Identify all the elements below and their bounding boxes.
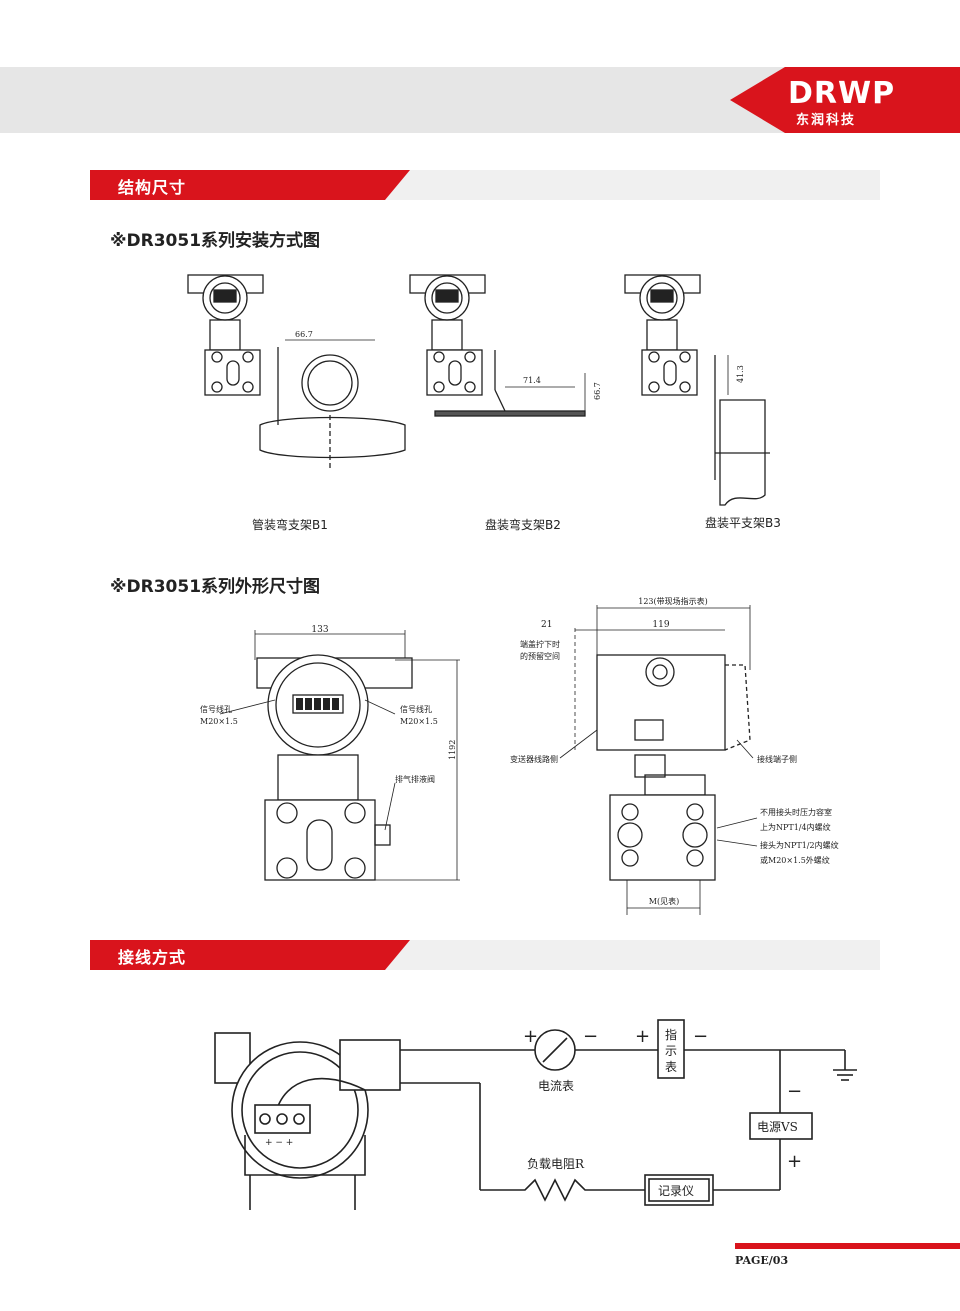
caption-b3: 盘装平支架B3: [705, 516, 781, 530]
label-load: 负载电阻R: [527, 1157, 585, 1171]
label-note-2: 上为NPT1/4内螺纹: [760, 822, 831, 832]
label-indicator-1: 指: [665, 1027, 677, 1042]
install-drawings: 66.7 71.4 66.7: [187, 274, 770, 506]
footer-bar: [735, 1243, 960, 1249]
bracket-b3-drawing: 41.3: [624, 274, 770, 506]
label-note-3: 接头为NPT1/2内螺纹: [760, 840, 839, 850]
caption-b2: 盘装弯支架B2: [485, 518, 561, 532]
wiring-diagram: + − + − − + + − + 电流表 指 示 表 电源VS 负载电阻R 记…: [214, 1019, 857, 1210]
label-note-1: 不用接头时压力容室: [760, 807, 832, 817]
label-signal-right-spec: M20×1.5: [400, 717, 438, 726]
section-flag: [90, 940, 410, 970]
dim-front-height: 1192: [448, 740, 457, 760]
label-cover-note-1: 端盖拧下时: [520, 639, 560, 649]
label-left-side: 变送器线路侧: [510, 754, 558, 764]
dim-b2-v: 66.7: [593, 382, 602, 400]
indicator-plus: +: [635, 1026, 650, 1047]
power-plus: +: [787, 1151, 802, 1172]
dim-b3-v: 41.3: [736, 365, 745, 383]
dim-b2-h: 71.4: [523, 376, 541, 385]
section-wiring: 接线方式: [90, 940, 880, 970]
label-m: M(见表): [649, 896, 679, 906]
section-title: 接线方式: [118, 948, 187, 967]
section-flag: [90, 170, 410, 200]
indicator-minus: −: [693, 1026, 708, 1047]
brand-subtitle: 东润科技: [796, 113, 857, 128]
label-signal-right: 信号线孔: [400, 704, 432, 714]
label-power: 电源VS: [757, 1120, 798, 1134]
side-outline-drawing: 123(带现场指示表) 119 21 端盖拧下时 的预留空间 变送器线路侧 接线…: [510, 596, 839, 915]
dim-side-overall: 123(带现场指示表): [638, 596, 708, 606]
dim-side-width: 119: [652, 620, 669, 630]
outline-subtitle: ※DR3051系列外形尺寸图: [110, 577, 321, 597]
bracket-b2-drawing: 71.4 66.7: [409, 274, 602, 417]
label-indicator-2: 示: [665, 1044, 677, 1058]
brand-logo: DRWP: [788, 76, 896, 111]
label-note-4: 或M20×1.5外螺纹: [760, 855, 830, 865]
bracket-b1-drawing: 66.7: [187, 274, 406, 470]
front-outline-drawing: 133 1192 信号线孔 M20×1.5 信号线孔 M20×1.5 排气排液阀: [200, 625, 460, 881]
label-cover-note-2: 的预留空间: [520, 651, 560, 661]
install-subtitle: ※DR3051系列安装方式图: [110, 231, 321, 251]
dim-side-cover: 21: [541, 620, 552, 630]
label-right-side: 接线端子侧: [757, 754, 797, 764]
ammeter-plus: +: [523, 1026, 538, 1047]
logo-badge: [730, 67, 960, 133]
label-signal-left-spec: M20×1.5: [200, 717, 238, 726]
label-indicator-3: 表: [665, 1060, 677, 1074]
label-recorder: 记录仪: [658, 1184, 694, 1198]
page-number: PAGE/03: [735, 1254, 789, 1267]
label-ammeter: 电流表: [538, 1079, 574, 1093]
section-structure: 结构尺寸: [90, 170, 880, 200]
power-minus: −: [787, 1081, 802, 1102]
dim-front-width: 133: [311, 625, 328, 635]
section-title: 结构尺寸: [118, 178, 187, 197]
terminal-signs: + − +: [265, 1138, 293, 1148]
label-signal-left: 信号线孔: [200, 704, 232, 714]
label-vent: 排气排液阀: [395, 774, 435, 784]
dim-b1: 66.7: [295, 330, 313, 339]
caption-b1: 管装弯支架B1: [252, 518, 328, 532]
ammeter-minus: −: [583, 1026, 598, 1047]
